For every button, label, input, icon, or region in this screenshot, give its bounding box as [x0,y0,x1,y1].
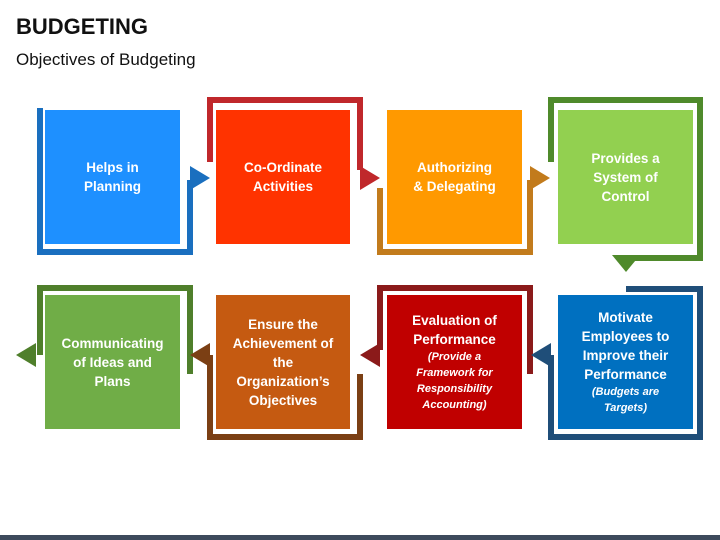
step-box-achievement: Ensure the Achievement of the Organizati… [216,295,350,429]
step-label: Evaluation of Performance [412,313,497,347]
step-box-evaluation: Evaluation of Performance (Provide a Fra… [387,295,522,429]
frame-coordinate [207,97,363,170]
frame-authorizing [377,180,533,255]
frame-control [548,97,703,261]
arrow-to-evaluation [531,343,551,367]
page-title: BUDGETING [16,14,148,39]
frame-planning [37,108,193,255]
step-label: Co-Ordinate Activities [243,160,322,194]
arrow-to-coordinate [190,166,210,190]
step-box-communicating: Communicating of Ideas and Plans [45,295,180,429]
frame-evaluation [377,285,533,374]
frame-motivate [548,286,703,440]
step-label: Ensure the Achievement of the Organizati… [232,316,334,408]
arrow-exit [16,343,36,367]
frame-achievement [207,355,363,440]
arrow-to-communicating [190,343,210,367]
step-box-coordinate: Co-Ordinate Activities [216,110,350,244]
step-box-motivate: Motivate Employees to Improve their Perf… [558,295,693,429]
step-box-planning: Helps in Planning [45,110,180,244]
arrow-to-authorizing [360,166,380,190]
step-label: Helps in Planning [84,160,141,194]
arrow-to-motivate [612,255,640,272]
step-label: Motivate Employees to Improve their Perf… [581,310,670,382]
step-label: Communicating of Ideas and Plans [61,335,164,389]
arrow-to-control [530,166,550,190]
page-subtitle: Objectives of Budgeting [16,50,196,69]
step-note: (Budgets are Targets) [591,386,660,414]
step-box-control: Provides a System of Control [558,110,693,244]
footer-bar [0,535,720,540]
step-box-authorizing: Authorizing & Delegating [387,110,522,244]
arrow-to-achievement [360,343,380,367]
step-note: (Provide a Framework for Responsibility … [416,351,493,411]
frame-communicating [37,285,193,374]
step-label: Authorizing & Delegating [413,160,496,194]
step-label: Provides a System of Control [591,150,660,204]
